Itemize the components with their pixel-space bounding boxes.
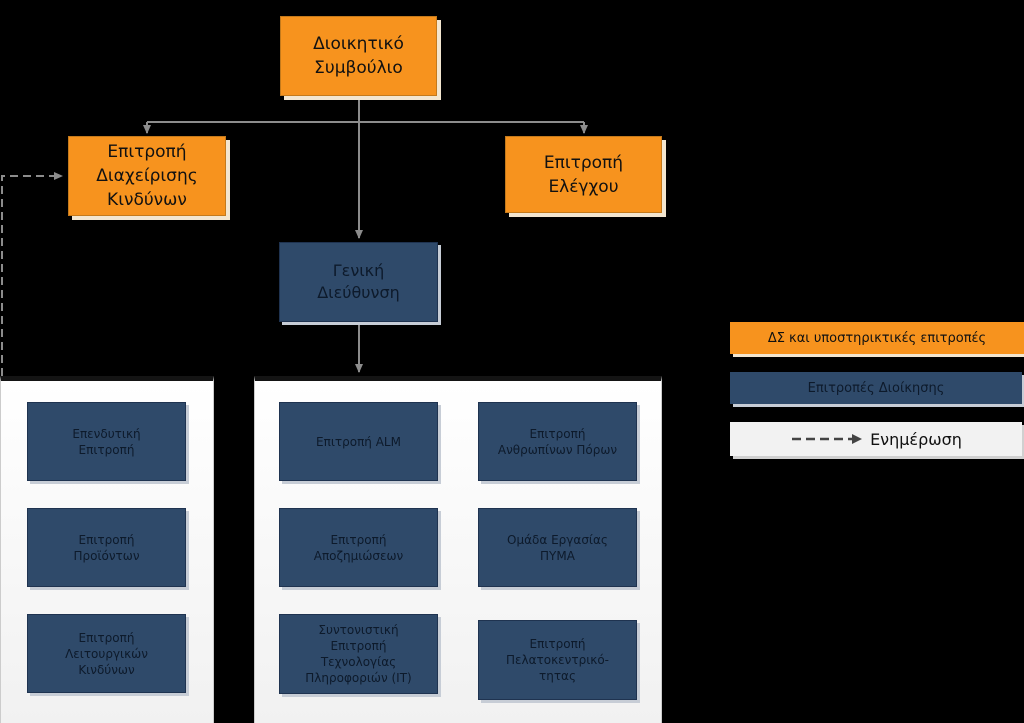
board-of-directors-box: Διοικητικό Συμβούλιο [280, 16, 437, 96]
legend-reporting: Ενημέρωση [730, 422, 1022, 456]
legend-board-committees-label: ΔΣ και υποστηρικτικές επιτροπές [767, 330, 987, 346]
legend-reporting-label: Ενημέρωση [870, 429, 962, 449]
compensation-committee-box: Επιτροπή Αποζημιώσεων [279, 508, 438, 587]
audit-committee-box: Επιτροπή Ελέγχου [505, 136, 662, 213]
dashed-arrow-icon [792, 434, 863, 444]
investment-committee-box: Επενδυτική Επιτροπή [27, 402, 186, 481]
human-resources-committee-box: Επιτροπή Ανθρωπίνων Πόρων [478, 402, 637, 481]
legend-management-committees: Επιτροπές Διοίκησης [730, 372, 1022, 404]
products-committee-box: Επιτροπή Προϊόντων [27, 508, 186, 587]
customer-centricity-committee-box: Επιτροπή Πελατοκεντρικό- τητας [478, 620, 637, 700]
reporting-dashed-arrow [1, 172, 63, 376]
legend-management-committees-label: Επιτροπές Διοίκησης [807, 380, 945, 396]
pyma-working-group-box: Ομάδα Εργασίας ΠΥΜΑ [478, 508, 637, 587]
alm-committee-box: Επιτροπή ALM [279, 402, 438, 481]
board-to-committees-connector [143, 97, 588, 134]
it-steering-committee-box: Συντονιστική Επιτροπή Τεχνολογίας Πληροφ… [279, 614, 438, 694]
operational-risk-committee-box: Επιτροπή Λειτουργικών Κινδύνων [27, 614, 186, 693]
legend-board-committees: ΔΣ και υποστηρικτικές επιτροπές [730, 322, 1024, 354]
risk-management-committee-box: Επιτροπή Διαχείρισης Κινδύνων [68, 136, 226, 216]
general-management-box: Γενική Διεύθυνση [279, 242, 438, 322]
